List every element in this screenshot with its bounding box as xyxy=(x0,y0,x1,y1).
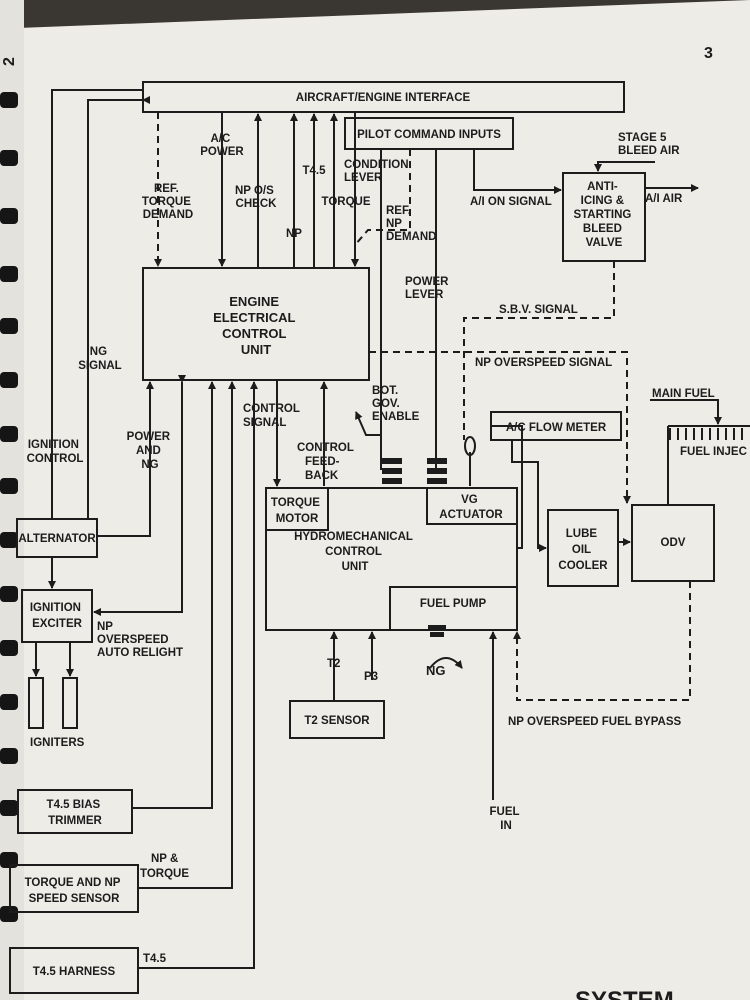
torque-motor-box xyxy=(265,487,329,531)
np-overspeed-signal-label: NP OVERSPEED SIGNAL xyxy=(475,357,612,369)
sbv-feedthrough-icon xyxy=(464,436,476,456)
t2-sensor-label: T2 SENSOR xyxy=(304,715,370,727)
eecu-label: ENGINE ELECTRICAL CONTROL UNIT xyxy=(213,294,299,357)
p3-label: P3 xyxy=(364,671,378,683)
bot-gov-enable-line xyxy=(355,411,381,436)
t45-harness-line xyxy=(138,381,258,969)
main-fuel-label: MAIN FUEL xyxy=(652,388,715,400)
np-torque-sensor-line xyxy=(138,381,236,889)
vg-actuator-label: VG ACTUATOR xyxy=(439,494,503,521)
ignition-exciter-box xyxy=(21,589,93,643)
control-signal-label: CONTROL SIGNAL xyxy=(243,403,303,429)
t2-label: T2 xyxy=(327,658,340,670)
ng-signal-line xyxy=(87,96,150,519)
page-number: 3 xyxy=(704,45,713,62)
ignition-control-line xyxy=(51,89,143,519)
ai-on-signal-label: A/I ON SIGNAL xyxy=(470,196,552,208)
t45-bias-line xyxy=(132,381,216,809)
t45-bias-trimmer-box xyxy=(17,789,133,834)
ai-air-label: A/I AIR xyxy=(645,193,683,205)
anti-icing-valve-box xyxy=(562,172,646,262)
pilot-command-inputs-box xyxy=(344,117,514,150)
stage5-bleed-line xyxy=(594,161,655,172)
igniter-left xyxy=(28,677,44,729)
igniters-label: IGNITERS xyxy=(30,737,85,749)
actuator-couplings xyxy=(382,458,447,637)
sbv-signal-line xyxy=(463,261,615,440)
lube-oil-cooler-box xyxy=(547,509,619,587)
np-label: NP xyxy=(286,228,302,240)
ref-torque-label: REF. TORQUE DEMAND xyxy=(142,183,194,221)
ignition-control-label: IGNITION CONTROL xyxy=(27,439,84,465)
t45-harness-box xyxy=(9,947,139,994)
np-overspeed-relight-label: NP OVERSPEED AUTO RELIGHT xyxy=(97,621,183,659)
fuel-injec-label: FUEL INJEC xyxy=(680,446,747,458)
torque-np-sensor-label: TORQUE AND NP SPEED SENSOR xyxy=(25,877,124,905)
ref-np-demand-label: REF. NP DEMAND xyxy=(386,205,436,243)
fuel-pump-label: FUEL PUMP xyxy=(420,598,487,610)
overspeed-relight-line xyxy=(93,375,186,616)
pilot-inputs-label: PILOT COMMAND INPUTS xyxy=(357,129,501,141)
ref-np-demand-line xyxy=(351,149,411,267)
fuel-in-label: FUEL IN xyxy=(489,806,522,832)
np-overspeed-fuel-bypass-line xyxy=(513,581,691,701)
power-lever-label: POWER LEVER xyxy=(405,276,452,301)
flowmeter-to-cooler-line xyxy=(511,440,547,552)
t45-harness-signal-label: T4.5 xyxy=(143,953,167,965)
t45-label: T4.5 xyxy=(302,165,326,177)
odv-box xyxy=(631,504,715,582)
ai-on-signal-line xyxy=(473,149,562,194)
hmu-to-flowmeter-line xyxy=(491,425,523,549)
ng-rotation-arrow-icon xyxy=(429,657,463,669)
t2-sensor-box xyxy=(289,700,385,739)
np-overspeed-signal-line xyxy=(369,351,631,504)
bot-gov-enable-label: BOT. GOV. ENABLE xyxy=(372,385,420,423)
ac-power-label: A/C POWER xyxy=(200,133,244,158)
lube-oil-cooler-label: LUBE OIL COOLER xyxy=(558,528,608,572)
paper-sheet xyxy=(10,0,750,1000)
sbv-signal-label: S.B.V. SIGNAL xyxy=(499,304,578,316)
t45-bias-label: T4.5 BIAS TRIMMER xyxy=(47,799,104,827)
hmu-label: HYDROMECHANICAL CONTROL UNIT xyxy=(294,531,416,573)
eecu-box xyxy=(142,267,370,381)
left-page-number: 2 xyxy=(1,57,18,66)
odv-label: ODV xyxy=(661,537,686,549)
stage5-label: STAGE 5 BLEED AIR xyxy=(618,132,680,157)
fuel-pump-box xyxy=(389,586,518,631)
torque-motor-label: TORQUE MOTOR xyxy=(271,497,323,525)
ng-label: NG xyxy=(426,663,446,678)
igniter-right xyxy=(62,677,78,729)
footer-title-fragment: SYSTEM xyxy=(575,987,674,1000)
ignition-exciter-label: IGNITION EXCITER xyxy=(30,602,84,630)
main-fuel-line xyxy=(650,399,722,425)
interface-label: AIRCRAFT/ENGINE INTERFACE xyxy=(296,92,471,104)
np-fuel-bypass-label: NP OVERSPEED FUEL BYPASS xyxy=(508,716,682,728)
anti-icing-label: ANTI- ICING & STARTING BLEED VALVE xyxy=(573,181,634,249)
condition-lever-label: CONDITION LEVER xyxy=(344,159,412,184)
torque-label: TORQUE xyxy=(322,196,371,208)
t45-harness-label: T4.5 HARNESS xyxy=(33,966,116,978)
fuel-injector-manifold xyxy=(667,425,750,505)
np-and-torque-label: NP & TORQUE xyxy=(140,853,189,880)
flow-meter-label: A/C FLOW METER xyxy=(506,422,607,434)
ng-signal-label: NG SIGNAL xyxy=(78,346,121,372)
control-feedback-label: CONTROL FEED- BACK xyxy=(297,442,357,482)
spiral-binding xyxy=(0,92,18,922)
vg-actuator-box xyxy=(426,487,518,525)
power-and-ng-label: POWER AND NG xyxy=(127,431,174,471)
alternator-label: ALTERNATOR xyxy=(18,533,96,545)
np-os-check-label: NP O/S CHECK xyxy=(235,185,277,210)
